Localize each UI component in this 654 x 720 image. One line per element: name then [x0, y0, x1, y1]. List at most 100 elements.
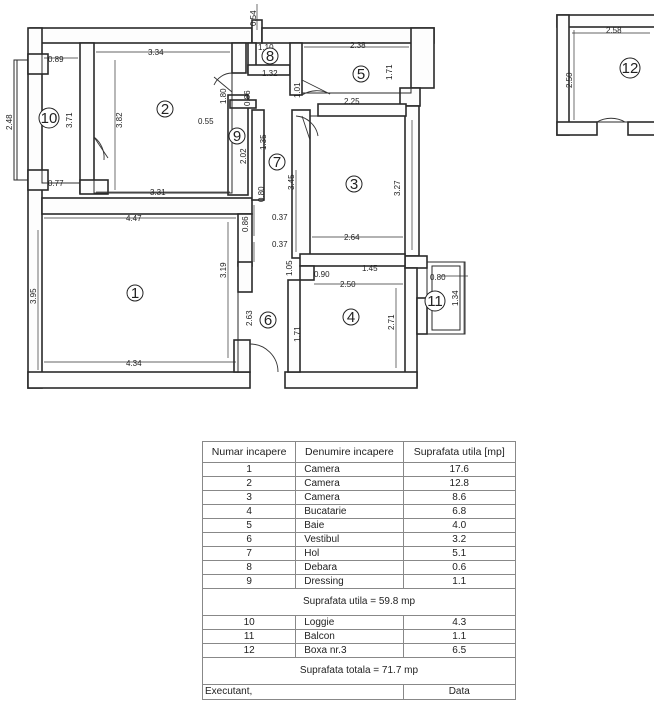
dim-171b: 1.71	[293, 326, 302, 342]
dim-264: 2.64	[344, 233, 360, 242]
room-number-cell: 9	[201, 574, 297, 589]
room-number-cell: 8	[201, 560, 297, 575]
dim-180: 1.80	[219, 88, 228, 104]
room-area-cell: 1.1	[402, 629, 516, 644]
room-number-12: 12	[622, 60, 639, 77]
room-area-cell: 5.1	[402, 546, 516, 561]
room-number-cell: 11	[201, 629, 297, 644]
area-table-container: Numar incapere Denumire incapere Suprafa…	[201, 441, 516, 700]
area-table: Numar incapere Denumire incapere Suprafa…	[201, 441, 516, 700]
dim-090: 0.90	[314, 270, 330, 279]
dim-145: 1.45	[362, 264, 378, 273]
room-number-cell: 7	[201, 546, 297, 561]
room-name-cell: Balcon	[295, 629, 404, 644]
room-name-cell: Debara	[295, 560, 404, 575]
dim-135: 1.35	[259, 134, 268, 150]
dim-248: 2.48	[5, 114, 14, 130]
walls	[27, 19, 435, 389]
footer-row: Executant, Data	[202, 684, 516, 700]
room-number-cell: 5	[201, 518, 297, 533]
dim-258: 2.58	[606, 26, 622, 35]
dim-054: 0.54	[249, 10, 258, 26]
room-name-cell: Baie	[295, 518, 404, 533]
room-area-cell: 4.0	[402, 518, 516, 533]
room-number-cell: 4	[201, 504, 297, 519]
room-area-cell: 12.8	[402, 476, 516, 491]
room-name-cell: Bucatarie	[295, 504, 404, 519]
date-label: Data	[402, 684, 516, 700]
room-area-cell: 8.6	[402, 490, 516, 505]
dim-134: 1.34	[451, 290, 460, 306]
dim-089: 0.89	[48, 55, 64, 64]
table-header-row: Numar incapere Denumire incapere Suprafa…	[201, 441, 516, 463]
room-name-cell: Camera	[295, 476, 404, 491]
room-name-cell: Loggie	[295, 615, 404, 630]
room-number-3: 3	[350, 176, 358, 193]
room-area-cell: 0.6	[402, 560, 516, 575]
room-name-cell: Dressing	[295, 574, 404, 589]
header-room-number: Numar incapere	[201, 441, 297, 463]
dim-334: 3.34	[148, 48, 164, 57]
dim-086b: 0.86	[241, 216, 250, 232]
box-12	[556, 14, 654, 136]
dim-132: 1.32	[262, 69, 278, 78]
dim-382: 3.82	[115, 112, 124, 128]
dim-080b: 0.80	[430, 273, 446, 282]
header-room-name: Denumire incapere	[295, 441, 404, 463]
room-number-10: 10	[41, 110, 58, 127]
room-number-cell: 6	[201, 532, 297, 547]
room-number-2: 2	[161, 101, 169, 118]
dim-345: 3.45	[287, 174, 296, 190]
room-name-cell: Vestibul	[295, 532, 404, 547]
grand-total-row: Suprafata totala = 71.7 mp	[202, 657, 516, 685]
room-number-6: 6	[264, 312, 272, 329]
room-number-cell: 12	[201, 643, 297, 658]
door-arcs	[93, 72, 331, 373]
room-area-cell: 17.6	[402, 462, 516, 477]
room-name-cell: Camera	[295, 490, 404, 505]
dim-319: 3.19	[219, 262, 228, 278]
dim-250-box: 2.50	[565, 72, 574, 88]
dim-238: 2.38	[350, 41, 366, 50]
dim-077: 0.77	[48, 179, 64, 188]
dim-371: 3.71	[65, 112, 74, 128]
room-area-cell: 3.2	[402, 532, 516, 547]
dim-101: 1.01	[293, 82, 302, 98]
room-area-cell: 6.5	[402, 643, 516, 658]
dim-110: 1.10	[258, 43, 274, 52]
dim-037a: 0.37	[272, 213, 288, 222]
room-name-cell: Boxa nr.3	[295, 643, 404, 658]
room-numbers: 1 2 3 4 5 6 7 8 9 10 11 12	[38, 47, 641, 329]
room-area-cell: 4.3	[402, 615, 516, 630]
room-number-7: 7	[273, 154, 281, 171]
dim-395: 3.95	[29, 288, 38, 304]
dim-105: 1.05	[285, 260, 294, 276]
dim-271: 2.71	[387, 314, 396, 330]
dim-434: 4.34	[126, 359, 142, 368]
grand-total: Suprafata totala = 71.7 mp	[202, 657, 516, 685]
room-number-8: 8	[266, 48, 274, 65]
dim-202: 2.02	[239, 148, 248, 164]
room-number-4: 4	[347, 309, 355, 326]
room-area-cell: 1.1	[402, 574, 516, 589]
dim-327: 3.27	[393, 180, 402, 196]
dimension-lines	[37, 4, 468, 370]
room-number-1: 1	[131, 285, 139, 302]
useful-total: Suprafata utila = 59.8 mp	[202, 588, 516, 616]
dim-331: 3.31	[150, 188, 166, 197]
room-name-cell: Camera	[295, 462, 404, 477]
dim-055: 0.55	[198, 117, 214, 126]
dim-250: 2.50	[340, 280, 356, 289]
room-name-cell: Hol	[295, 546, 404, 561]
